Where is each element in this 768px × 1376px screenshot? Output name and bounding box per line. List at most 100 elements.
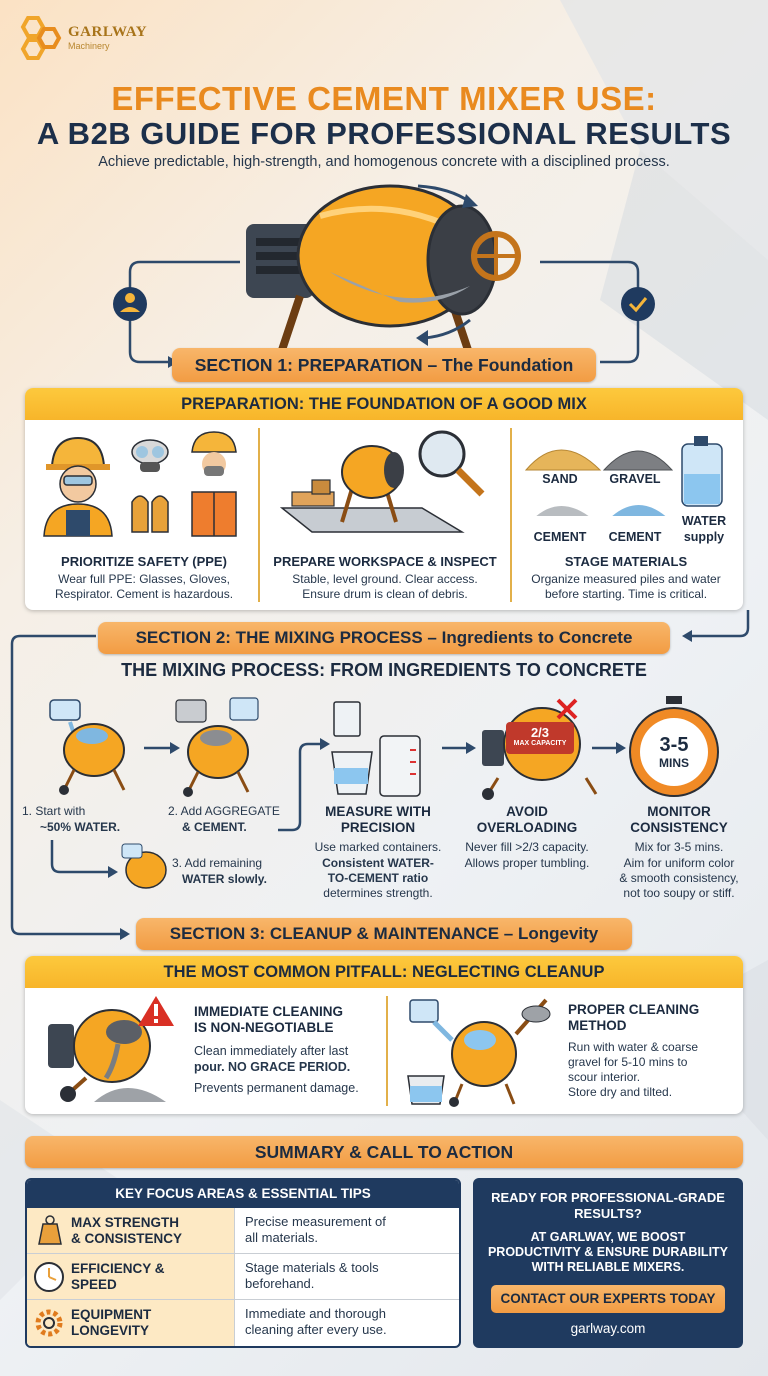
- cleaning-method-text: gravel for 5-10 mins to: [568, 1055, 688, 1069]
- monitor-title: MONITOR: [647, 804, 711, 819]
- mixer-aggregate-icon: [168, 696, 258, 796]
- measure-text: Consistent WATER-: [322, 856, 434, 870]
- cta-pitch: PRODUCTIVITY & ENSURE DURABILITY: [487, 1245, 729, 1259]
- focus-area-label: SPEED: [71, 1276, 117, 1292]
- ppe-illustration: [43, 431, 237, 537]
- magnifier-icon: [420, 432, 492, 504]
- hero-mixer-illustration: [113, 184, 655, 368]
- section1-panel: PREPARATION: THE FOUNDATION OF A GOOD MI…: [25, 388, 743, 610]
- step1-text: 1. Start with: [22, 804, 86, 818]
- overload-title: OVERLOADING: [476, 820, 578, 835]
- overload-text: Never fill >2/3 capacity.: [465, 840, 589, 854]
- hexagon-logo-icon: [20, 16, 62, 60]
- step2-text: 2. Add AGGREGATE: [168, 804, 280, 818]
- contact-experts-button[interactable]: CONTACT OUR EXPERTS TODAY: [491, 1285, 725, 1313]
- cta-pitch: AT GARLWAY, WE BOOST: [530, 1230, 686, 1244]
- worker-icon: [112, 286, 148, 322]
- logo-subtitle: Machinery: [68, 41, 110, 51]
- overload-title: AVOID: [506, 804, 548, 819]
- page-title-line2: A B2B GUIDE FOR PROFESSIONAL RESULTS: [36, 116, 732, 151]
- section3-pill: SECTION 3: CLEANUP & MAINTENANCE – Longe…: [136, 918, 632, 950]
- table-cell-tip: Precise measurement of all materials.: [235, 1208, 459, 1253]
- material-label-water: WATER: [681, 514, 727, 528]
- focus-area-label: EQUIPMENT: [71, 1307, 152, 1322]
- weight-icon: [38, 1214, 62, 1245]
- step3-text-bold: WATER slowly.: [182, 872, 267, 886]
- safety-text: Respirator. Cement is hazardous.: [54, 587, 234, 601]
- summary-pill: SUMMARY & CALL TO ACTION: [25, 1136, 743, 1168]
- focus-tip: all materials.: [245, 1230, 318, 1245]
- cta-box: READY FOR PROFESSIONAL-GRADE RESULTS? AT…: [473, 1178, 743, 1348]
- section1-pill: SECTION 1: PREPARATION – The Foundation: [172, 348, 596, 382]
- checklist-icon: [620, 286, 656, 322]
- measure-title: MEASURE WITH: [325, 804, 431, 819]
- mixer-small-icon: [118, 842, 168, 892]
- gloves-icon: [130, 488, 170, 534]
- immediate-cleaning-text: pour. NO GRACE PERIOD.: [194, 1060, 351, 1074]
- table-row: EQUIPMENT LONGEVITY Immediate and thorou…: [27, 1300, 459, 1346]
- timer-value: 3-5: [659, 734, 689, 756]
- cleaning-mixer-icon: [408, 996, 558, 1106]
- website-link[interactable]: garlway.com: [570, 1321, 646, 1336]
- capacity-badge-sub: MAX CAPACITY: [513, 740, 567, 747]
- table-row: MAX STRENGTH & CONSISTENCY Precise measu…: [27, 1208, 459, 1254]
- stage-materials-text: before starting. Time is critical.: [544, 587, 708, 601]
- material-label-gravel: GRAVEL: [609, 472, 661, 486]
- logo-name: GARLWAY: [68, 24, 148, 40]
- focus-area-label: MAX STRENGTH: [71, 1214, 179, 1230]
- material-label-cement: CEMENT: [608, 530, 662, 544]
- key-focus-table-title: KEY FOCUS AREAS & ESSENTIAL TIPS: [27, 1180, 459, 1208]
- cta-question: RESULTS?: [574, 1206, 642, 1221]
- table-cell-area: EFFICIENCY & SPEED: [27, 1254, 235, 1299]
- page-title-line1: EFFECTIVE CEMENT MIXER USE:: [111, 80, 657, 117]
- section2-heading: THE MIXING PROCESS: FROM INGREDIENTS TO …: [121, 660, 647, 680]
- warning-icon: [138, 996, 176, 1028]
- material-label-cement: CEMENT: [533, 530, 587, 544]
- table-row: EFFICIENCY & SPEED Stage materials & too…: [27, 1254, 459, 1300]
- timer-unit: MINS: [659, 756, 689, 770]
- section1-band: PREPARATION: THE FOUNDATION OF A GOOD MI…: [25, 388, 743, 420]
- focus-area-label: & CONSISTENCY: [71, 1230, 183, 1246]
- section3-band: THE MOST COMMON PITFALL: NEGLECTING CLEA…: [25, 956, 743, 988]
- cleaning-method-text: scour interior.: [568, 1070, 641, 1084]
- focus-tip: Stage materials & tools: [245, 1260, 379, 1275]
- focus-area-label: EFFICIENCY &: [71, 1260, 165, 1276]
- monitor-title: CONSISTENCY: [630, 820, 728, 835]
- divider: [386, 996, 388, 1106]
- worker-ppe-icon: [46, 432, 110, 532]
- focus-tip: Immediate and thorough: [245, 1306, 386, 1321]
- section2-pill: SECTION 2: THE MIXING PROCESS – Ingredie…: [98, 622, 670, 654]
- water-jug-icon: [680, 440, 724, 510]
- garlway-logo[interactable]: GARLWAY Machinery: [14, 14, 150, 62]
- workspace-text: Stable, level ground. Clear access.: [292, 572, 478, 586]
- materials-illustration: [524, 436, 723, 516]
- cleaning-method-title: METHOD: [568, 1018, 627, 1033]
- table-cell-area: EQUIPMENT LONGEVITY: [27, 1300, 235, 1346]
- step1-text-bold: ~50% WATER.: [40, 820, 121, 834]
- focus-tip: Precise measurement of: [245, 1214, 386, 1229]
- monitor-text: not too soupy or stiff.: [623, 886, 735, 900]
- safety-title: PRIORITIZE SAFETY (PPE): [61, 554, 227, 569]
- overload-text: Allows proper tumbling.: [464, 856, 590, 870]
- stage-materials-text: Organize measured piles and water: [531, 572, 721, 586]
- immediate-cleaning-title: IMMEDIATE CLEANING: [194, 1004, 343, 1019]
- cleanup-illustrations: [48, 996, 551, 1107]
- stage-materials-title: STAGE MATERIALS: [564, 554, 688, 569]
- divider: [258, 428, 260, 602]
- table-cell-tip: Stage materials & tools beforehand.: [235, 1254, 459, 1299]
- immediate-cleaning-title: IS NON-NEGOTIABLE: [194, 1020, 334, 1035]
- material-label-sand: SAND: [542, 472, 578, 486]
- mixer-water-icon: [40, 696, 120, 796]
- workspace-illustration: [279, 430, 485, 533]
- key-focus-table: KEY FOCUS AREAS & ESSENTIAL TIPS MAX STR…: [25, 1178, 461, 1348]
- table-cell-area: MAX STRENGTH & CONSISTENCY: [27, 1208, 235, 1253]
- monitor-text: & smooth consistency,: [619, 871, 739, 885]
- cleaning-method-text: Run with water & coarse: [568, 1040, 699, 1054]
- divider: [510, 428, 512, 602]
- cta-pitch: WITH RELIABLE MIXERS.: [531, 1260, 685, 1274]
- measure-title: PRECISION: [340, 820, 416, 835]
- measuring-containers-icon: [330, 696, 424, 800]
- gear-icon: [35, 1309, 63, 1337]
- measure-text: Use marked containers.: [314, 840, 442, 854]
- flow-connectors: [10, 610, 750, 940]
